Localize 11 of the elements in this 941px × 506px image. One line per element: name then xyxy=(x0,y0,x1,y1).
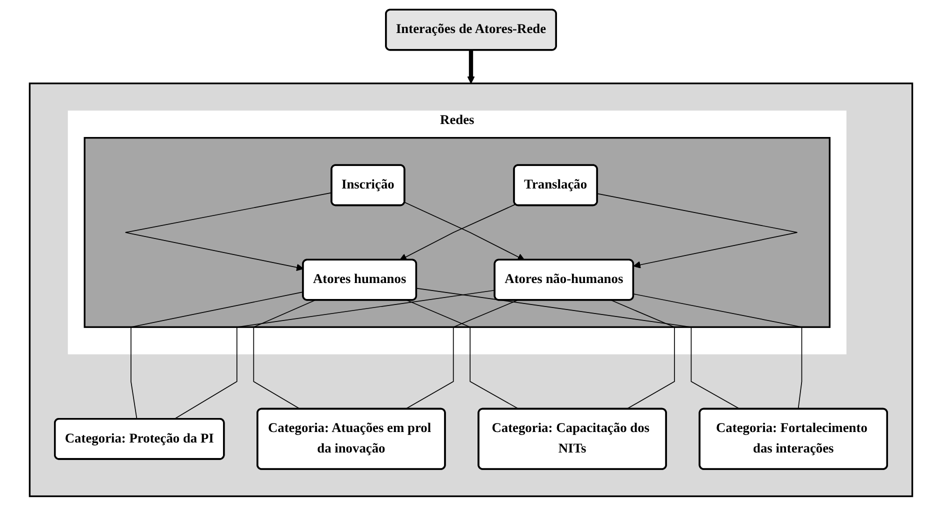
cluster xyxy=(83,137,830,328)
connector xyxy=(632,294,802,410)
cluster xyxy=(28,82,913,498)
connector xyxy=(610,300,674,410)
connector xyxy=(130,292,304,420)
connector xyxy=(416,288,740,410)
connector xyxy=(252,300,315,410)
arrow xyxy=(124,192,332,272)
connector xyxy=(173,290,495,420)
arrow xyxy=(596,193,798,268)
arrow xyxy=(466,50,474,84)
